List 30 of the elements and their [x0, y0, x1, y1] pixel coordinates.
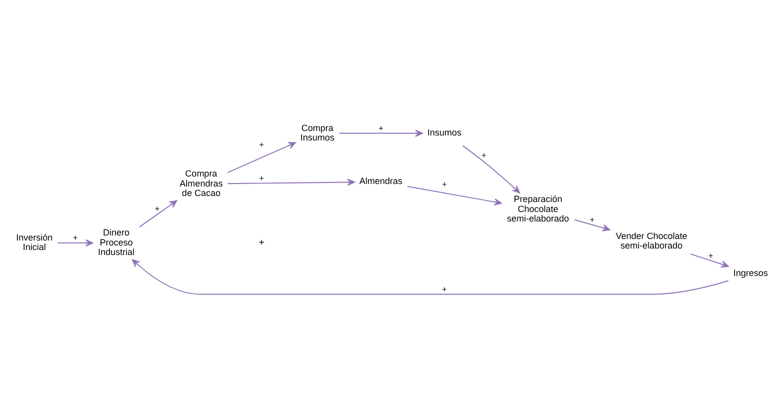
node-text: Almendras: [359, 176, 402, 186]
arrow: [227, 178, 355, 186]
edge-label: +: [378, 122, 384, 132]
edge-label: +: [590, 214, 595, 224]
edge-label: +: [72, 232, 78, 242]
node-text: Ingresos: [733, 267, 768, 278]
arrow: [139, 200, 178, 227]
label: +: [258, 236, 264, 248]
arrow: [462, 144, 520, 193]
edge-label: +: [442, 178, 447, 189]
node-text: Compra Almendras de Cacao: [180, 168, 223, 198]
edge-label: +: [154, 202, 160, 213]
edge-label: +: [442, 283, 447, 294]
edge-label: +: [482, 149, 486, 160]
node-text: Preparación Chocolate semi-elaborado: [507, 194, 570, 224]
arrow: [338, 129, 423, 136]
edge-label: +: [259, 139, 264, 150]
arrow: [132, 258, 729, 294]
edge-label: +: [259, 172, 264, 182]
arrow: [574, 218, 610, 231]
node-text: Inversión Inicial: [16, 232, 53, 252]
node-text: Dinero Proceso Industrial: [98, 227, 134, 256]
arrow: [57, 238, 94, 246]
edge-label: +: [708, 250, 714, 260]
arrow: [406, 185, 502, 206]
arrow: [690, 253, 729, 268]
node-text: Compra Insumos: [300, 122, 334, 142]
node-text: Vender Chocolate semi-elaborado: [616, 230, 688, 250]
node-text: Insumos: [427, 127, 462, 138]
arrow: [227, 142, 296, 173]
